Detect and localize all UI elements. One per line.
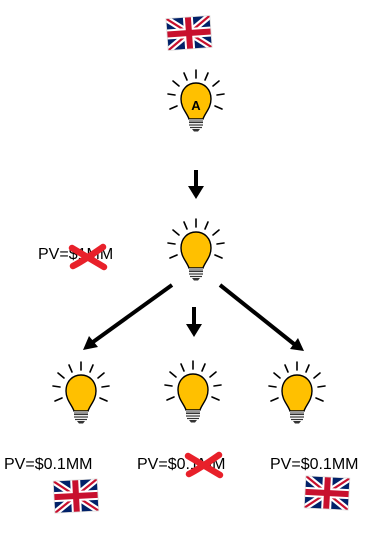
right-diagonal-arrow: [218, 283, 304, 351]
red-cross-icon-center: [188, 455, 220, 475]
right-pv-label: PV=$0.1MM: [270, 456, 359, 473]
red-cross-icon-middle: [72, 247, 104, 267]
left-pv-label: PV=$0.1MM: [4, 456, 93, 473]
left-diagonal-arrow: [83, 283, 174, 350]
down-arrow-icon-center: [186, 307, 202, 337]
top-bulb-letter: A: [191, 98, 201, 113]
down-arrow-icon-top: [188, 170, 204, 199]
